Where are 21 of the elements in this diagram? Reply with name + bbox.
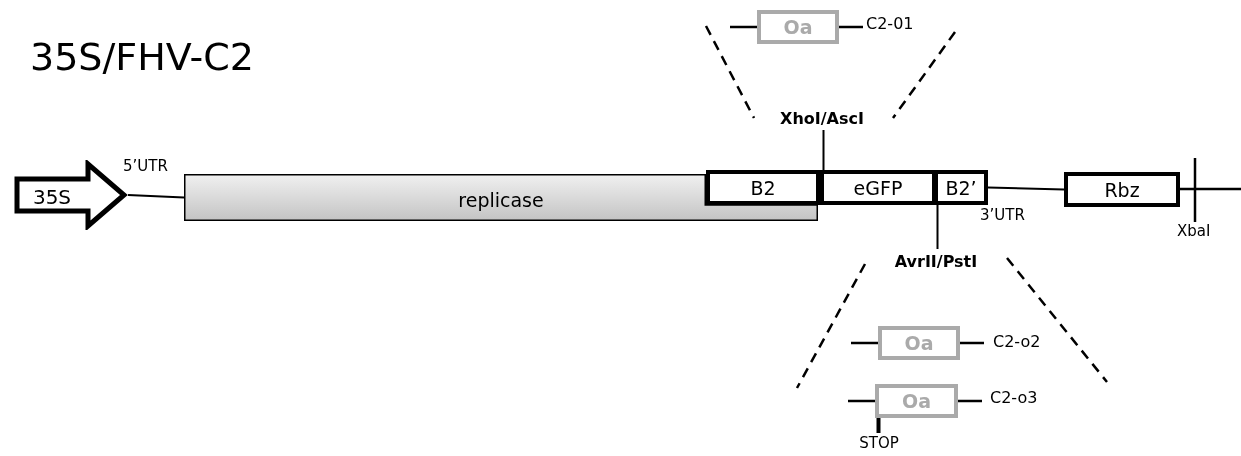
insert-box: Oa <box>875 384 958 418</box>
title: 35S/FHV-C2 <box>30 38 254 76</box>
restriction-site-label: AvrII/PstI <box>884 249 988 273</box>
leader-line <box>876 418 881 433</box>
leader-line <box>822 129 825 171</box>
construct-name: C2-o2 <box>993 334 1041 350</box>
gene-block: B2’ <box>934 170 988 205</box>
region-label: XbaI <box>1177 224 1211 239</box>
gene-block: Rbz <box>1064 172 1180 207</box>
construct-name: C2-o3 <box>990 390 1038 406</box>
insert-box: Oa <box>878 326 960 360</box>
backbone-line <box>127 194 185 199</box>
backbone-line <box>987 186 1065 191</box>
gene-block: eGFP <box>820 170 936 205</box>
leader-line <box>936 204 939 250</box>
restriction-site-label: XhoI/AscI <box>770 106 874 130</box>
gene-block: B2 <box>706 170 820 205</box>
insert-box: Oa <box>757 10 839 44</box>
region-label: 3’UTR <box>980 208 1025 223</box>
stop-label: STOP <box>852 433 906 453</box>
construct-name: C2-01 <box>866 16 914 32</box>
